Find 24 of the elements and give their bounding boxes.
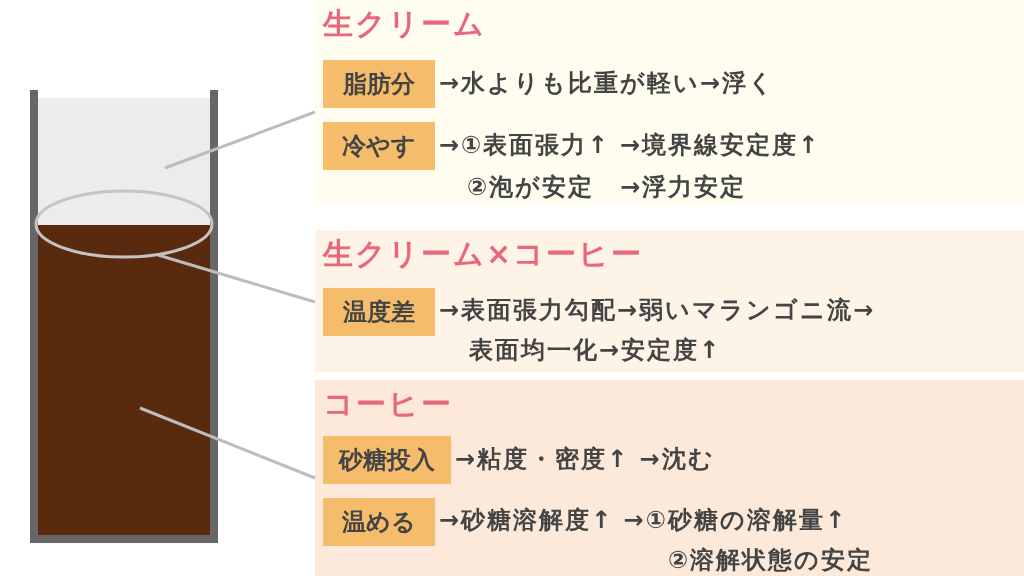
leader-line — [164, 110, 316, 170]
annotation-text: →砂糖溶解度↑ →①砂糖の溶解量↑ — [439, 505, 848, 536]
annotation-text: ②泡が安定 →浮力安定 — [467, 172, 747, 203]
info-panel — [315, 0, 1024, 205]
panel-heading: コーヒー — [323, 385, 453, 423]
annotation-text: →粘度・密度↑ →沈む — [455, 444, 715, 475]
annotation-text: →表面張力勾配→弱いマランゴニ流→表面均一化→安定度↑ — [439, 295, 877, 366]
info-panel — [315, 380, 1024, 576]
cream-layer — [38, 98, 210, 225]
leader-line — [139, 406, 316, 480]
panel-heading: 生クリーム×コーヒー — [323, 235, 644, 273]
tag-label: 温める — [323, 498, 435, 546]
panel-heading: 生クリーム — [323, 5, 486, 43]
leader-line — [157, 253, 316, 304]
tag-label: 脂肪分 — [323, 60, 435, 108]
annotation-text: →①表面張力↑ →境界線安定度↑ — [439, 130, 821, 161]
tag-label: 冷やす — [323, 122, 435, 170]
coffee-layer — [38, 225, 210, 535]
tag-label: 温度差 — [323, 288, 435, 336]
info-panel — [315, 230, 1024, 372]
annotation-text: →水よりも比重が軽い→浮く — [439, 68, 776, 99]
interface-ellipse — [34, 189, 214, 259]
tag-label: 砂糖投入 — [323, 436, 451, 484]
annotation-text: ②溶解状態の安定 — [668, 545, 874, 576]
